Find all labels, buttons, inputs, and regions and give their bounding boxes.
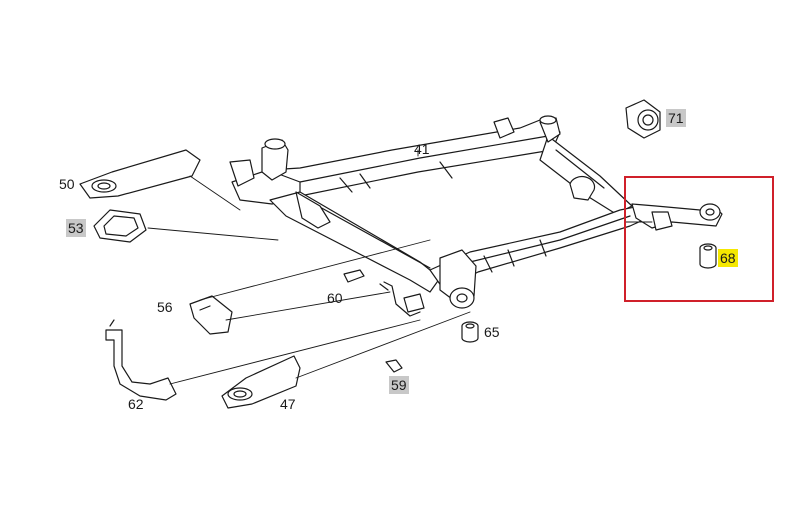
pad-53-drawing <box>93 209 147 243</box>
part-label-71: 71 <box>666 109 686 127</box>
part-label-56: 56 <box>157 299 173 315</box>
plate-50-drawing <box>79 149 201 199</box>
front-right-mount <box>493 115 561 143</box>
bushing-71-drawing <box>625 99 661 139</box>
front-left-mount <box>229 138 289 187</box>
plate-47-drawing <box>221 355 301 409</box>
clip-59-drawing <box>385 359 403 373</box>
part-label-47: 47 <box>280 396 296 412</box>
part-label-59: 59 <box>389 376 409 394</box>
right-rear-mount-arm <box>631 203 723 231</box>
bushing-65-drawing <box>461 321 479 343</box>
rear-left-mount <box>403 249 477 313</box>
part-label-53: 53 <box>66 219 86 237</box>
part-label-62: 62 <box>128 396 144 412</box>
rod-62-drawing <box>105 319 177 401</box>
leader-lines <box>147 149 653 385</box>
highlight-box <box>624 176 774 302</box>
right-side-rail <box>539 135 633 215</box>
part-label-68: 68 <box>718 249 738 267</box>
left-side-rail <box>269 191 441 293</box>
front-crossmember <box>231 119 561 205</box>
part-label-65: 65 <box>484 324 500 340</box>
bushing-68-drawing <box>699 243 717 269</box>
part-label-41: 41 <box>414 141 430 157</box>
strap-60-drawing <box>343 269 421 317</box>
part-label-60: 60 <box>327 290 343 306</box>
bracket-56-drawing <box>189 295 233 335</box>
part-label-50: 50 <box>59 176 75 192</box>
